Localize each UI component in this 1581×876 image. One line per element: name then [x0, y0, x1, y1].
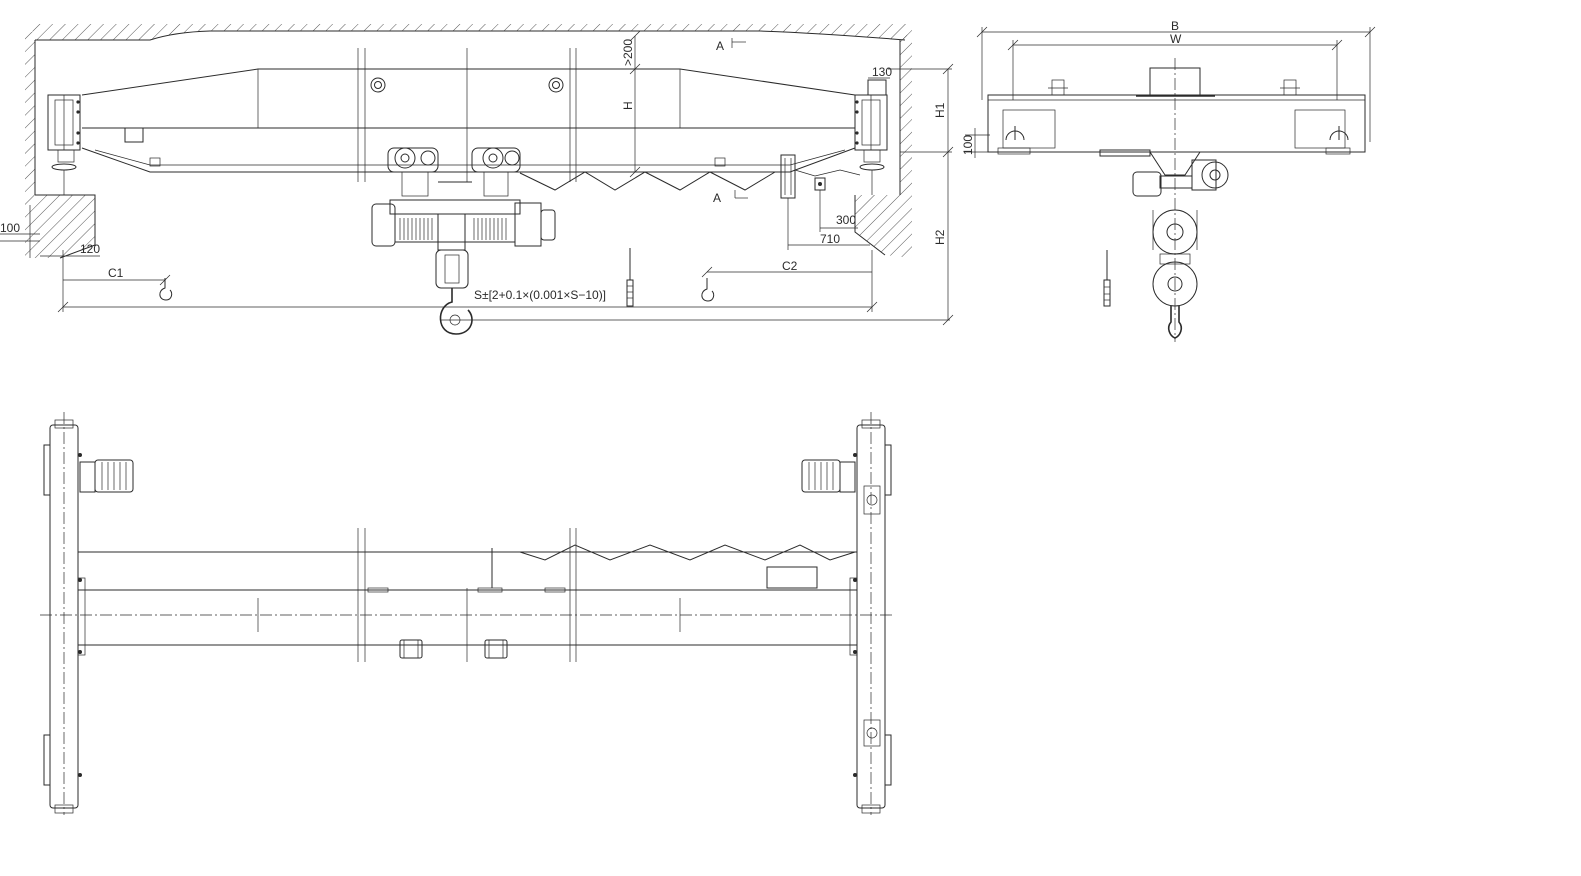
dim-120-label: 120 — [80, 242, 100, 256]
girder-bottom-edge — [81, 147, 856, 173]
girder-hole-right — [548, 77, 564, 93]
plan-section-breaks — [357, 528, 577, 662]
dim-w-label: W — [1170, 32, 1182, 46]
plan-electrical-box — [766, 566, 818, 589]
hook-marker-left — [159, 278, 173, 301]
side-dimensions — [965, 26, 1376, 342]
span-tolerance-label: S±[2+0.1×(0.001×S−10)] — [474, 288, 606, 302]
dim-300-label: 300 — [836, 213, 856, 227]
ceiling-line — [35, 30, 906, 41]
plan-right-wheel-top — [884, 444, 892, 496]
section-break-lines — [357, 48, 577, 182]
plan-left-drive-motor — [79, 459, 134, 493]
main-girder — [81, 48, 856, 182]
dim-c2-label: C2 — [782, 259, 798, 273]
hook-block — [435, 249, 469, 289]
clearance-label: >200 — [621, 39, 635, 66]
front-view: A A >200 130 H H1 H2 100 120 C1 C2 300 7… — [0, 24, 954, 335]
bolt-left — [1051, 79, 1065, 96]
girder-hole-left — [370, 77, 386, 93]
girder-top-cap — [1149, 67, 1201, 96]
trolley-wheels — [387, 147, 521, 197]
plan-festoon-cable — [491, 544, 856, 588]
dim-130-label: 130 — [872, 65, 892, 79]
end-beam-section — [987, 67, 1366, 155]
right-end-carriage — [854, 79, 888, 195]
girder-top-edge — [81, 68, 856, 96]
bolt-right — [1283, 79, 1297, 96]
plan-trolley-wheels — [399, 639, 508, 659]
plan-buffer-top — [863, 485, 881, 515]
dim-100-side-label: 100 — [961, 135, 975, 155]
dim-h-label: H — [621, 101, 635, 110]
section-label-top: A — [716, 39, 724, 53]
hoist-end-cover — [371, 203, 396, 247]
side-view: B W 100 — [961, 19, 1376, 342]
hoist-motor-fan — [540, 209, 556, 241]
building-structure — [25, 24, 912, 259]
plan-left-wheel-top — [43, 444, 51, 496]
plan-left-wheel-bottom — [43, 734, 51, 786]
girder-bracket-right — [714, 157, 726, 167]
side-plate — [1099, 149, 1151, 157]
left-corbel-hatch — [25, 195, 95, 258]
side-hook — [1167, 306, 1183, 339]
dim-h1-label: H1 — [933, 102, 947, 118]
hook-marker-right — [701, 278, 715, 302]
left-wall-hatch — [25, 32, 35, 195]
right-corbel-outline — [854, 195, 886, 256]
dim-c1-label: C1 — [108, 266, 124, 280]
left-wheel-block — [1002, 109, 1056, 149]
hoist-motor — [514, 202, 542, 247]
electrical-box — [780, 154, 861, 199]
plan-girder — [77, 528, 858, 662]
left-end-carriage — [47, 94, 81, 195]
nameplate — [124, 127, 144, 143]
hoist-frame — [389, 199, 521, 215]
right-wheel — [859, 163, 885, 171]
right-corbel-hatch — [855, 195, 912, 258]
right-wall-hatch — [900, 30, 912, 195]
plan-left-end-carriage — [43, 419, 82, 814]
electric-hoist — [371, 147, 556, 335]
rope-windings — [399, 218, 507, 240]
gearbox — [1132, 171, 1162, 197]
side-hook-block — [1152, 261, 1198, 307]
left-corbel-outline — [35, 194, 96, 259]
plan-buffer-bottom — [863, 719, 881, 747]
dim-100-left-label: 100 — [0, 221, 20, 235]
left-wheel — [51, 163, 77, 171]
travel-motor — [1191, 159, 1217, 191]
hoist-drum — [394, 213, 516, 243]
dim-710-label: 710 — [820, 232, 840, 246]
festoon-cable — [519, 171, 776, 191]
hook — [439, 288, 473, 335]
section-label-bottom: A — [713, 191, 721, 205]
hoist-guide — [437, 213, 466, 251]
plan-right-end-carriage — [853, 419, 892, 814]
plan-view — [40, 412, 895, 815]
buffer — [867, 79, 887, 96]
ceiling-hatch — [30, 24, 912, 40]
right-wheel-block — [1294, 109, 1346, 149]
girder-bottom-flange — [94, 149, 846, 166]
front-dimensions — [0, 30, 954, 326]
side-pendant — [1103, 250, 1111, 307]
pendant-control — [626, 248, 634, 307]
dim-h2-label: H2 — [933, 229, 947, 245]
girder-bracket-left — [149, 157, 161, 167]
side-hoist — [1099, 149, 1229, 339]
plan-right-drive-motor — [801, 459, 856, 493]
dim-b-label: B — [1171, 19, 1179, 33]
plan-right-wheel-bottom — [884, 734, 892, 786]
